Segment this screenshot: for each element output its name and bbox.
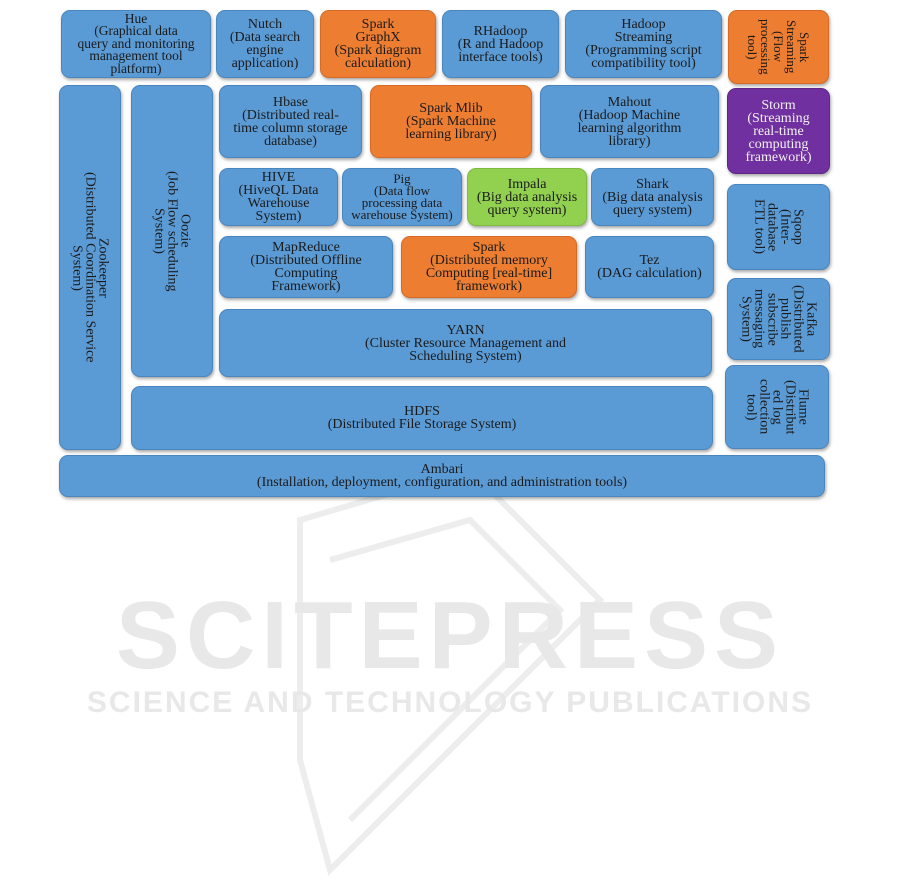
hive-label: HIVE (HiveQL Data Warehouse System) — [238, 170, 319, 224]
ambari-label: Ambari (Installation, deployment, config… — [256, 462, 628, 490]
spark-streaming-label: Spark Streaming (Flow processing tool) — [745, 19, 812, 75]
hbase-box: Hbase (Distributed real- time column sto… — [219, 85, 362, 158]
hue-label: Hue (Graphical data query and monitoring… — [77, 10, 195, 76]
spark-graphx-box: Spark GraphX (Spark diagram calculation) — [320, 10, 436, 78]
hive-box: HIVE (HiveQL Data Warehouse System) — [219, 168, 338, 226]
yarn-label: YARN (Cluster Resource Management and Sc… — [365, 322, 566, 364]
zookeeper-box: Zookeeper (Distributed Coordination Serv… — [59, 85, 121, 450]
spark-graphx-label: Spark GraphX (Spark diagram calculation) — [334, 17, 422, 71]
shark-box: Shark (Big data analysis query system) — [591, 168, 714, 226]
storm-label: Storm (Streaming real-time computing fra… — [745, 97, 812, 165]
oozie-box: Oozie (Job Flow scheduling System) — [131, 85, 213, 377]
zookeeper-label: Zookeeper (Distributed Coordination Serv… — [69, 172, 111, 363]
storm-box: Storm (Streaming real-time computing fra… — [727, 88, 830, 174]
watermark-main: SCITEPRESS — [116, 582, 784, 689]
rhadoop-box: RHadoop (R and Hadoop interface tools) — [442, 10, 559, 78]
shark-label: Shark (Big data analysis query system) — [602, 176, 703, 218]
hue-box: Hue (Graphical data query and monitoring… — [61, 10, 211, 78]
hbase-label: Hbase (Distributed real- time column sto… — [233, 94, 348, 149]
hdfs-label: HDFS (Distributed File Storage System) — [327, 404, 517, 432]
impala-box: Impala (Big data analysis query system) — [467, 168, 587, 226]
sqoop-box: Sqoop (Inter- database ETL tool) — [727, 184, 830, 270]
mahout-label: Mahout (Hadoop Machine learning algorith… — [577, 94, 682, 149]
kafka-box: Kafka (Distributed publish subscribe mes… — [727, 278, 830, 360]
impala-label: Impala (Big data analysis query system) — [476, 176, 578, 218]
nutch-label: Nutch (Data search engine application) — [229, 17, 301, 71]
tez-label: Tez (DAG calculation) — [597, 253, 702, 281]
mapreduce-box: MapReduce (Distributed Offline Computing… — [219, 236, 393, 298]
watermark-sub: SCIENCE AND TECHNOLOGY PUBLICATIONS — [87, 686, 813, 719]
hdfs-box: HDFS (Distributed File Storage System) — [131, 386, 713, 450]
pig-box: Pig (Data flow processing data warehouse… — [342, 168, 462, 226]
spark-mlib-box: Spark Mlib (Spark Machine learning libra… — [370, 85, 532, 158]
spark-streaming-box: Spark Streaming (Flow processing tool) — [728, 10, 829, 84]
ambari-box: Ambari (Installation, deployment, config… — [59, 455, 825, 497]
sqoop-label: Sqoop (Inter- database ETL tool) — [751, 199, 806, 255]
hadoop-streaming-box: Hadoop Streaming (Programming script com… — [565, 10, 722, 78]
pig-label: Pig (Data flow processing data warehouse… — [351, 171, 453, 222]
kafka-label: Kafka (Distributed publish subscribe mes… — [738, 285, 819, 353]
spark-label: Spark (Distributed memory Computing [rea… — [425, 240, 553, 294]
spark-box: Spark (Distributed memory Computing [rea… — [401, 236, 577, 298]
hadoop-streaming-label: Hadoop Streaming (Programming script com… — [585, 17, 702, 71]
flume-label: Flume (Distribut ed log collection tool) — [743, 379, 811, 435]
spark-mlib-label: Spark Mlib (Spark Machine learning libra… — [405, 101, 497, 142]
mahout-box: Mahout (Hadoop Machine learning algorith… — [540, 85, 719, 158]
yarn-box: YARN (Cluster Resource Management and Sc… — [219, 309, 712, 377]
flume-box: Flume (Distribut ed log collection tool) — [725, 365, 829, 449]
nutch-box: Nutch (Data search engine application) — [216, 10, 314, 78]
oozie-label: Oozie (Job Flow scheduling System) — [151, 170, 193, 292]
mapreduce-label: MapReduce (Distributed Offline Computing… — [250, 240, 362, 294]
rhadoop-label: RHadoop (R and Hadoop interface tools) — [457, 23, 544, 65]
tez-box: Tez (DAG calculation) — [585, 236, 714, 298]
